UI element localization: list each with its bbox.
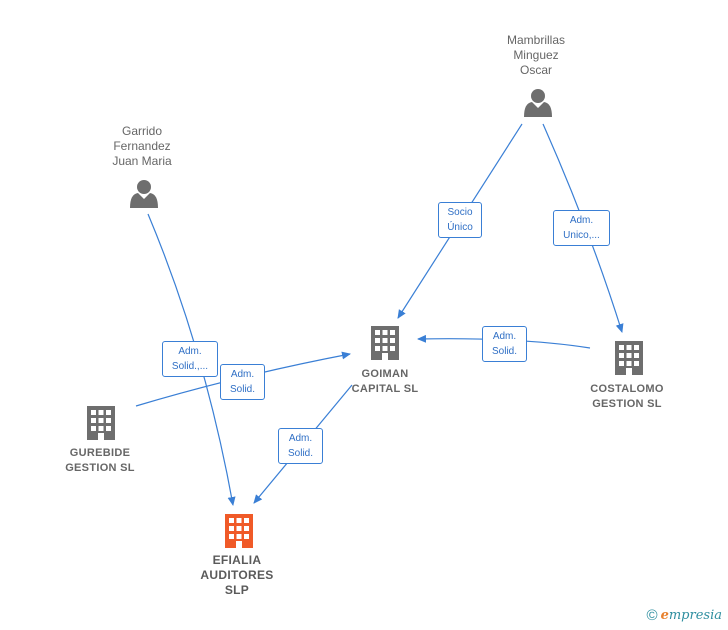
role-box-adm-unico: Adm. Unico,...	[553, 210, 610, 246]
company-label-goiman[interactable]: GOIMAN CAPITAL SL	[351, 368, 419, 395]
person-label-garrido[interactable]: Garrido Fernandez Juan Maria	[112, 124, 172, 168]
building-icon[interactable]	[87, 406, 115, 440]
role-box-adm-solid-gurebide: Adm. Solid.	[220, 364, 265, 400]
building-icon[interactable]	[371, 326, 399, 360]
company-label-gurebide[interactable]: GUREBIDE GESTION SL	[65, 447, 135, 474]
building-icon-focus[interactable]	[225, 514, 253, 548]
company-label-costalomo[interactable]: COSTALOMO GESTION SL	[590, 383, 664, 410]
person-label-mambrillas[interactable]: Mambrillas Minguez Oscar	[506, 33, 565, 77]
person-icon[interactable]	[524, 89, 552, 117]
role-box-socio-unico: Socio Único	[438, 202, 482, 238]
brand-footer[interactable]: © empresia	[647, 607, 722, 624]
role-box-adm-solid-goiman: Adm. Solid.	[278, 428, 323, 464]
copyright-icon: ©	[646, 607, 658, 624]
person-icon[interactable]	[130, 180, 158, 208]
building-icon[interactable]	[615, 341, 643, 375]
brand-logo[interactable]: empresia	[660, 608, 722, 623]
role-box-adm-solid-garrido: Adm. Solid.,...	[162, 341, 218, 377]
company-label-efialia[interactable]: EFIALIA AUDITORES SLP	[200, 553, 274, 597]
role-box-adm-solid-costalomo: Adm. Solid.	[482, 326, 527, 362]
